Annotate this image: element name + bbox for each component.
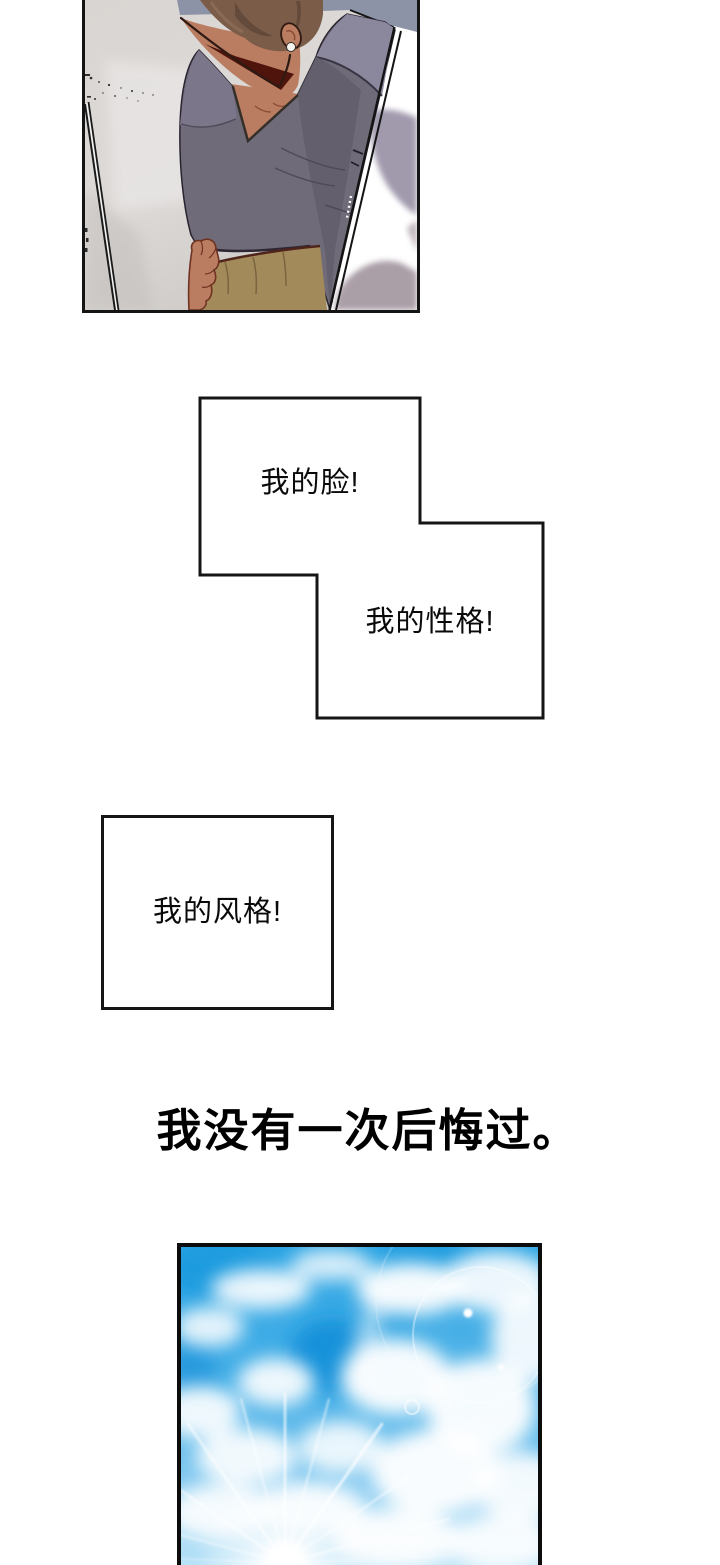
band-shadow-lower xyxy=(334,260,417,310)
hand-finger-lines xyxy=(200,240,217,288)
underjaw-shadow xyxy=(205,44,294,90)
chest-skin xyxy=(231,84,299,144)
left-diagonal-line-b xyxy=(87,101,120,310)
sun xyxy=(181,1392,456,1565)
caption-text-face: 我的脸! xyxy=(260,467,360,499)
hair-highlight xyxy=(209,1,244,34)
band-shadow-upper xyxy=(370,109,417,215)
band-shadow-mid xyxy=(407,220,417,252)
photo-panel xyxy=(82,0,420,313)
shirt-sleeve-light xyxy=(316,14,394,96)
collarbone-lines xyxy=(254,102,286,113)
caption-box-merged xyxy=(198,396,545,720)
photo-panel-art xyxy=(85,0,417,310)
jaw-line xyxy=(179,16,292,89)
white-band xyxy=(329,26,417,310)
sleeve-seam xyxy=(315,56,383,97)
left-diagonal-line-a xyxy=(85,103,116,310)
wall-speckles xyxy=(85,74,154,252)
caption-box-outline xyxy=(198,396,545,720)
caption-text-personality: 我的性格! xyxy=(365,606,495,638)
caption-box-style: 我的风格! xyxy=(101,815,334,1010)
line-white-dashes xyxy=(345,195,353,219)
narration-text: 我没有一次后悔过。 xyxy=(156,1105,580,1156)
right-diagonal-line-b xyxy=(335,30,402,310)
hair-streak-1 xyxy=(235,2,273,37)
lens-flare xyxy=(375,1247,538,1415)
sky-panel xyxy=(177,1243,542,1565)
pants-folds xyxy=(224,251,287,295)
hair-streak-2 xyxy=(289,1,301,42)
wall-highlight xyxy=(105,60,205,210)
shirt-shoulder-light xyxy=(180,50,237,128)
vneck-collar xyxy=(231,85,299,144)
shoulder-fold xyxy=(180,118,237,128)
pants xyxy=(201,246,327,310)
caption-text-style: 我的风格! xyxy=(152,895,283,928)
sky-art xyxy=(181,1247,538,1565)
shirt-shade-right xyxy=(298,57,361,308)
line-black-dashes xyxy=(331,249,344,303)
earring xyxy=(286,42,296,52)
shirt-wrinkle-ticks xyxy=(350,149,364,167)
